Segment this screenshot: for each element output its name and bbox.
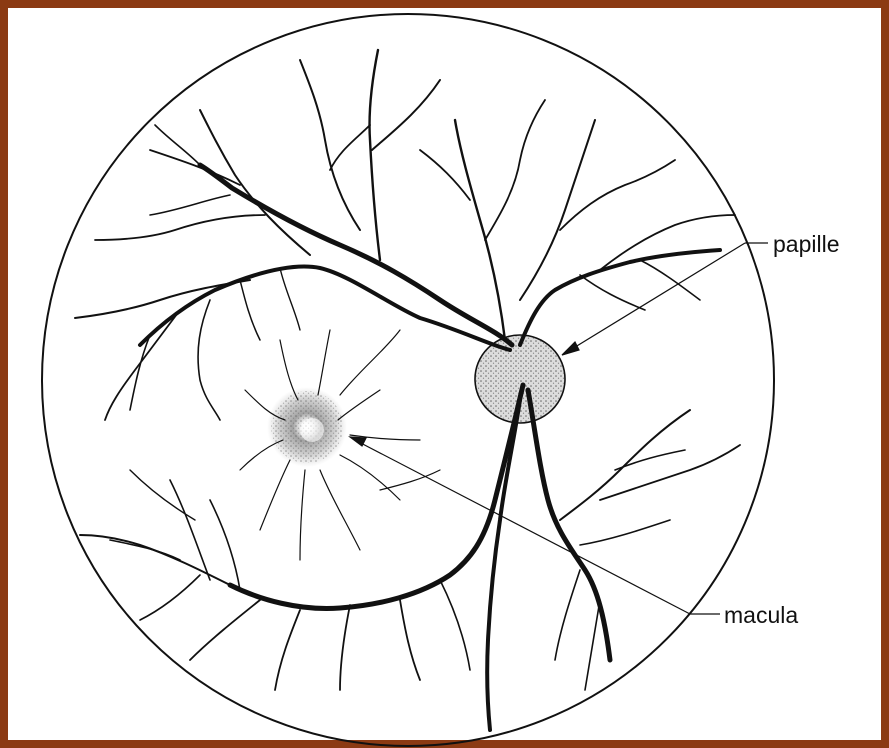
retinal-vessels — [75, 50, 740, 730]
macula-label: macula — [724, 604, 798, 627]
macula-spot — [267, 387, 347, 467]
papille-arrow-icon — [562, 342, 579, 355]
papille-label: papille — [773, 233, 840, 256]
leader-lines — [350, 243, 768, 614]
fundus-outline — [42, 14, 774, 746]
